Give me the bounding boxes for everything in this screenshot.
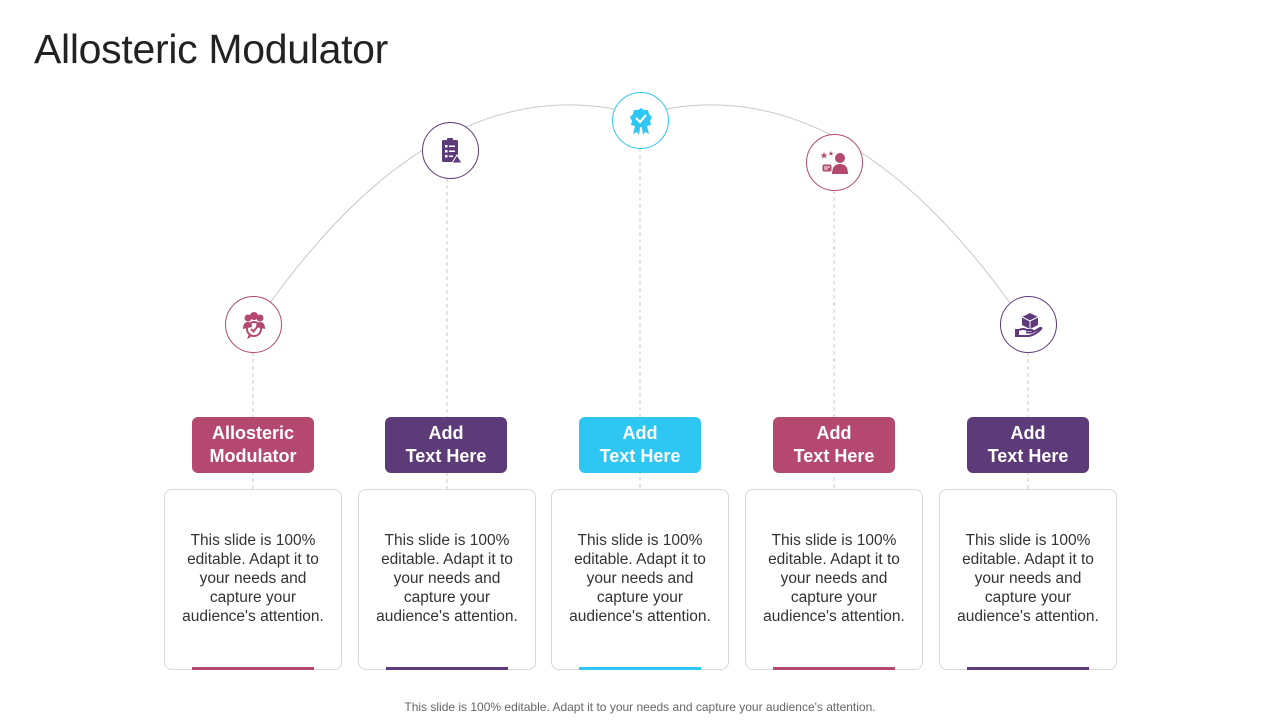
card-description: This slide is 100% editable. Adapt it to…: [957, 532, 1099, 625]
card-description: This slide is 100% editable. Adapt it to…: [182, 532, 324, 625]
page-title: Allosteric Modulator: [34, 26, 389, 72]
clipboard-checklist-icon: [441, 137, 463, 163]
card-description: This slide is 100% editable. Adapt it to…: [569, 532, 711, 625]
node-2: [422, 122, 479, 179]
card-item-3: This slide is 100% editable. Adapt it to…: [551, 489, 729, 670]
user-rating-icon: [820, 150, 848, 174]
label-line1: Add: [428, 423, 464, 443]
node-1: [225, 296, 282, 353]
card-item-1: This slide is 100% editable. Adapt it to…: [164, 489, 342, 670]
label-line2: Text Here: [793, 446, 875, 466]
hand-box-icon: [1014, 312, 1042, 337]
node-4: [806, 134, 863, 191]
label-line2: Text Here: [405, 446, 487, 466]
label-line1: Add: [1010, 423, 1046, 443]
label-line2: Text Here: [599, 446, 681, 466]
label-line1: Add: [816, 423, 852, 443]
footer-note: This slide is 100% editable. Adapt it to…: [404, 700, 876, 714]
card-item-2: This slide is 100% editable. Adapt it to…: [358, 489, 536, 670]
node-3: [612, 92, 669, 149]
card-accent-bar: [192, 667, 314, 670]
label-line1: Add: [622, 423, 658, 443]
node-5: [1000, 296, 1057, 353]
card-accent-bar: [773, 667, 895, 670]
label-line2: Modulator: [209, 446, 297, 466]
card-item-4: This slide is 100% editable. Adapt it to…: [745, 489, 923, 670]
label-line2: Text Here: [987, 446, 1069, 466]
label-line1: Allosteric: [211, 423, 295, 443]
card-item-5: This slide is 100% editable. Adapt it to…: [939, 489, 1117, 670]
card-accent-bar: [386, 667, 508, 670]
card-description: This slide is 100% editable. Adapt it to…: [376, 532, 518, 625]
card-accent-bar: [579, 667, 701, 670]
card-accent-bar: [967, 667, 1089, 670]
award-badge-icon: [629, 107, 652, 135]
card-description: This slide is 100% editable. Adapt it to…: [763, 532, 905, 625]
people-group-icon: [242, 311, 265, 339]
